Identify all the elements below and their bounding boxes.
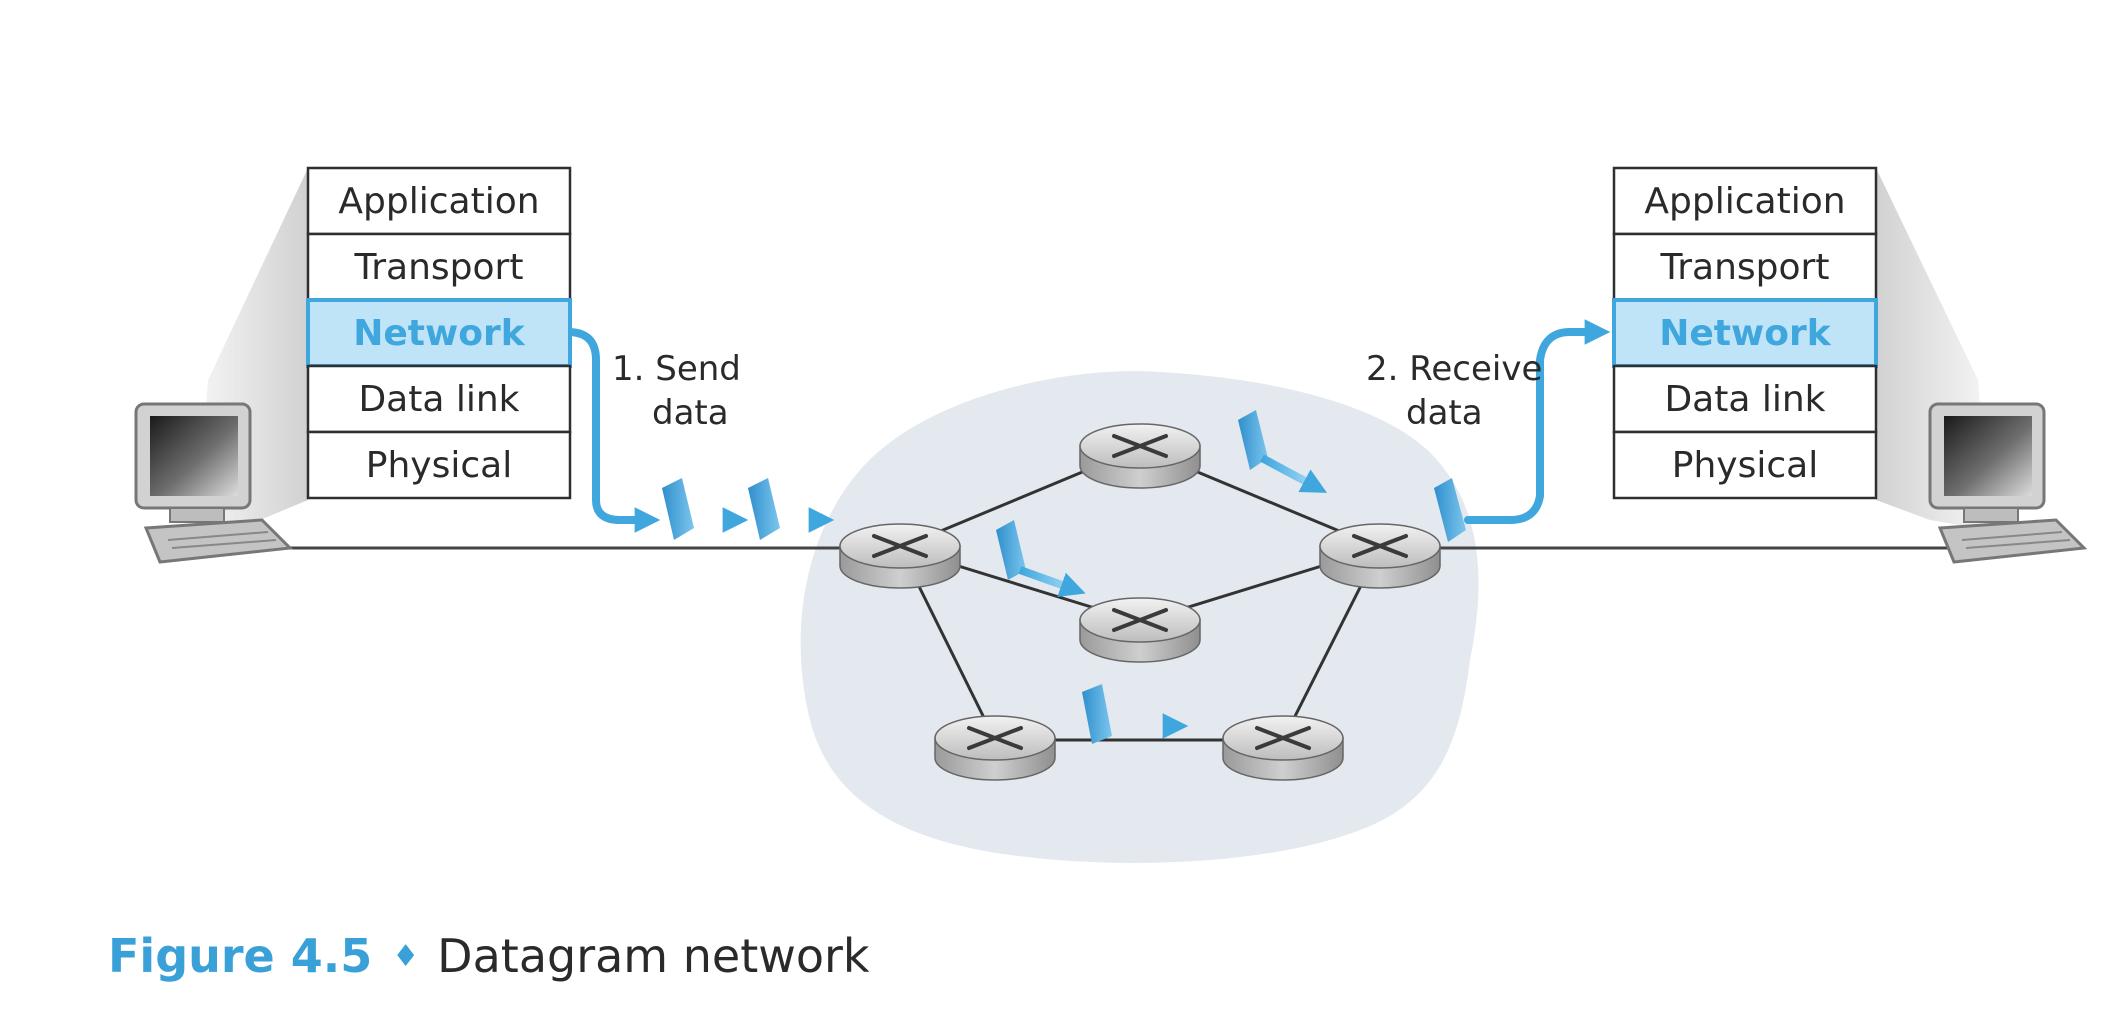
receive-label-line1: 2. Receive	[1366, 349, 1542, 389]
left-layer-physical: Physical	[366, 445, 512, 486]
send-label-line1: 1. Send	[612, 349, 741, 389]
datagram-packet-icon	[1434, 478, 1466, 542]
receive-label-line2: data	[1406, 393, 1483, 433]
datagram-packet-icon	[1082, 684, 1112, 744]
left-host	[134, 402, 294, 564]
datagram-packet-icon	[996, 520, 1026, 580]
router-icon	[934, 715, 1056, 781]
send-data-label: 1. Send data	[612, 349, 741, 433]
datagram-packets	[662, 410, 1466, 744]
right-layer-transport: Transport	[1660, 247, 1830, 288]
packet-motion-arrow	[1018, 566, 1086, 597]
right-layer-physical: Physical	[1672, 445, 1818, 486]
datagram-packet-icon	[662, 478, 694, 540]
left-layer-network: Network	[353, 313, 525, 354]
send-path-arrow	[564, 328, 661, 533]
send-label-line2: data	[652, 393, 729, 433]
right-layer-network: Network	[1659, 313, 1831, 354]
right-layer-data-link: Data link	[1664, 379, 1825, 420]
router-icon	[1222, 715, 1344, 781]
figure-number: Figure 4.5	[108, 929, 373, 983]
left-layer-data-link: Data link	[358, 379, 519, 420]
caption-separator: ♦	[392, 938, 420, 974]
figure-caption: Figure 4.5 ♦ Datagram network	[108, 926, 870, 986]
router-icon	[839, 523, 961, 589]
right-protocol-stack: Application Transport Network Data link …	[1612, 166, 1878, 500]
datagram-packet-icon	[1238, 410, 1268, 470]
router-icon	[1079, 597, 1201, 663]
receive-data-label: 2. Receive data	[1366, 349, 1542, 433]
receive-path-arrow	[1464, 319, 1611, 524]
left-layer-application: Application	[338, 181, 539, 222]
router-icon	[1319, 523, 1441, 589]
right-layer-application: Application	[1644, 181, 1845, 222]
router-icon	[1079, 423, 1201, 489]
datagram-packet-icon	[748, 478, 780, 540]
desktop-computer-icon	[1928, 402, 2088, 564]
desktop-computer-icon	[134, 402, 294, 564]
packet-motion-arrow	[1260, 454, 1328, 493]
left-layer-transport: Transport	[354, 247, 524, 288]
right-host	[1928, 402, 2088, 564]
routers	[839, 423, 1441, 781]
left-protocol-stack: Application Transport Network Data link …	[306, 166, 572, 500]
figure-title: Datagram network	[437, 929, 870, 983]
